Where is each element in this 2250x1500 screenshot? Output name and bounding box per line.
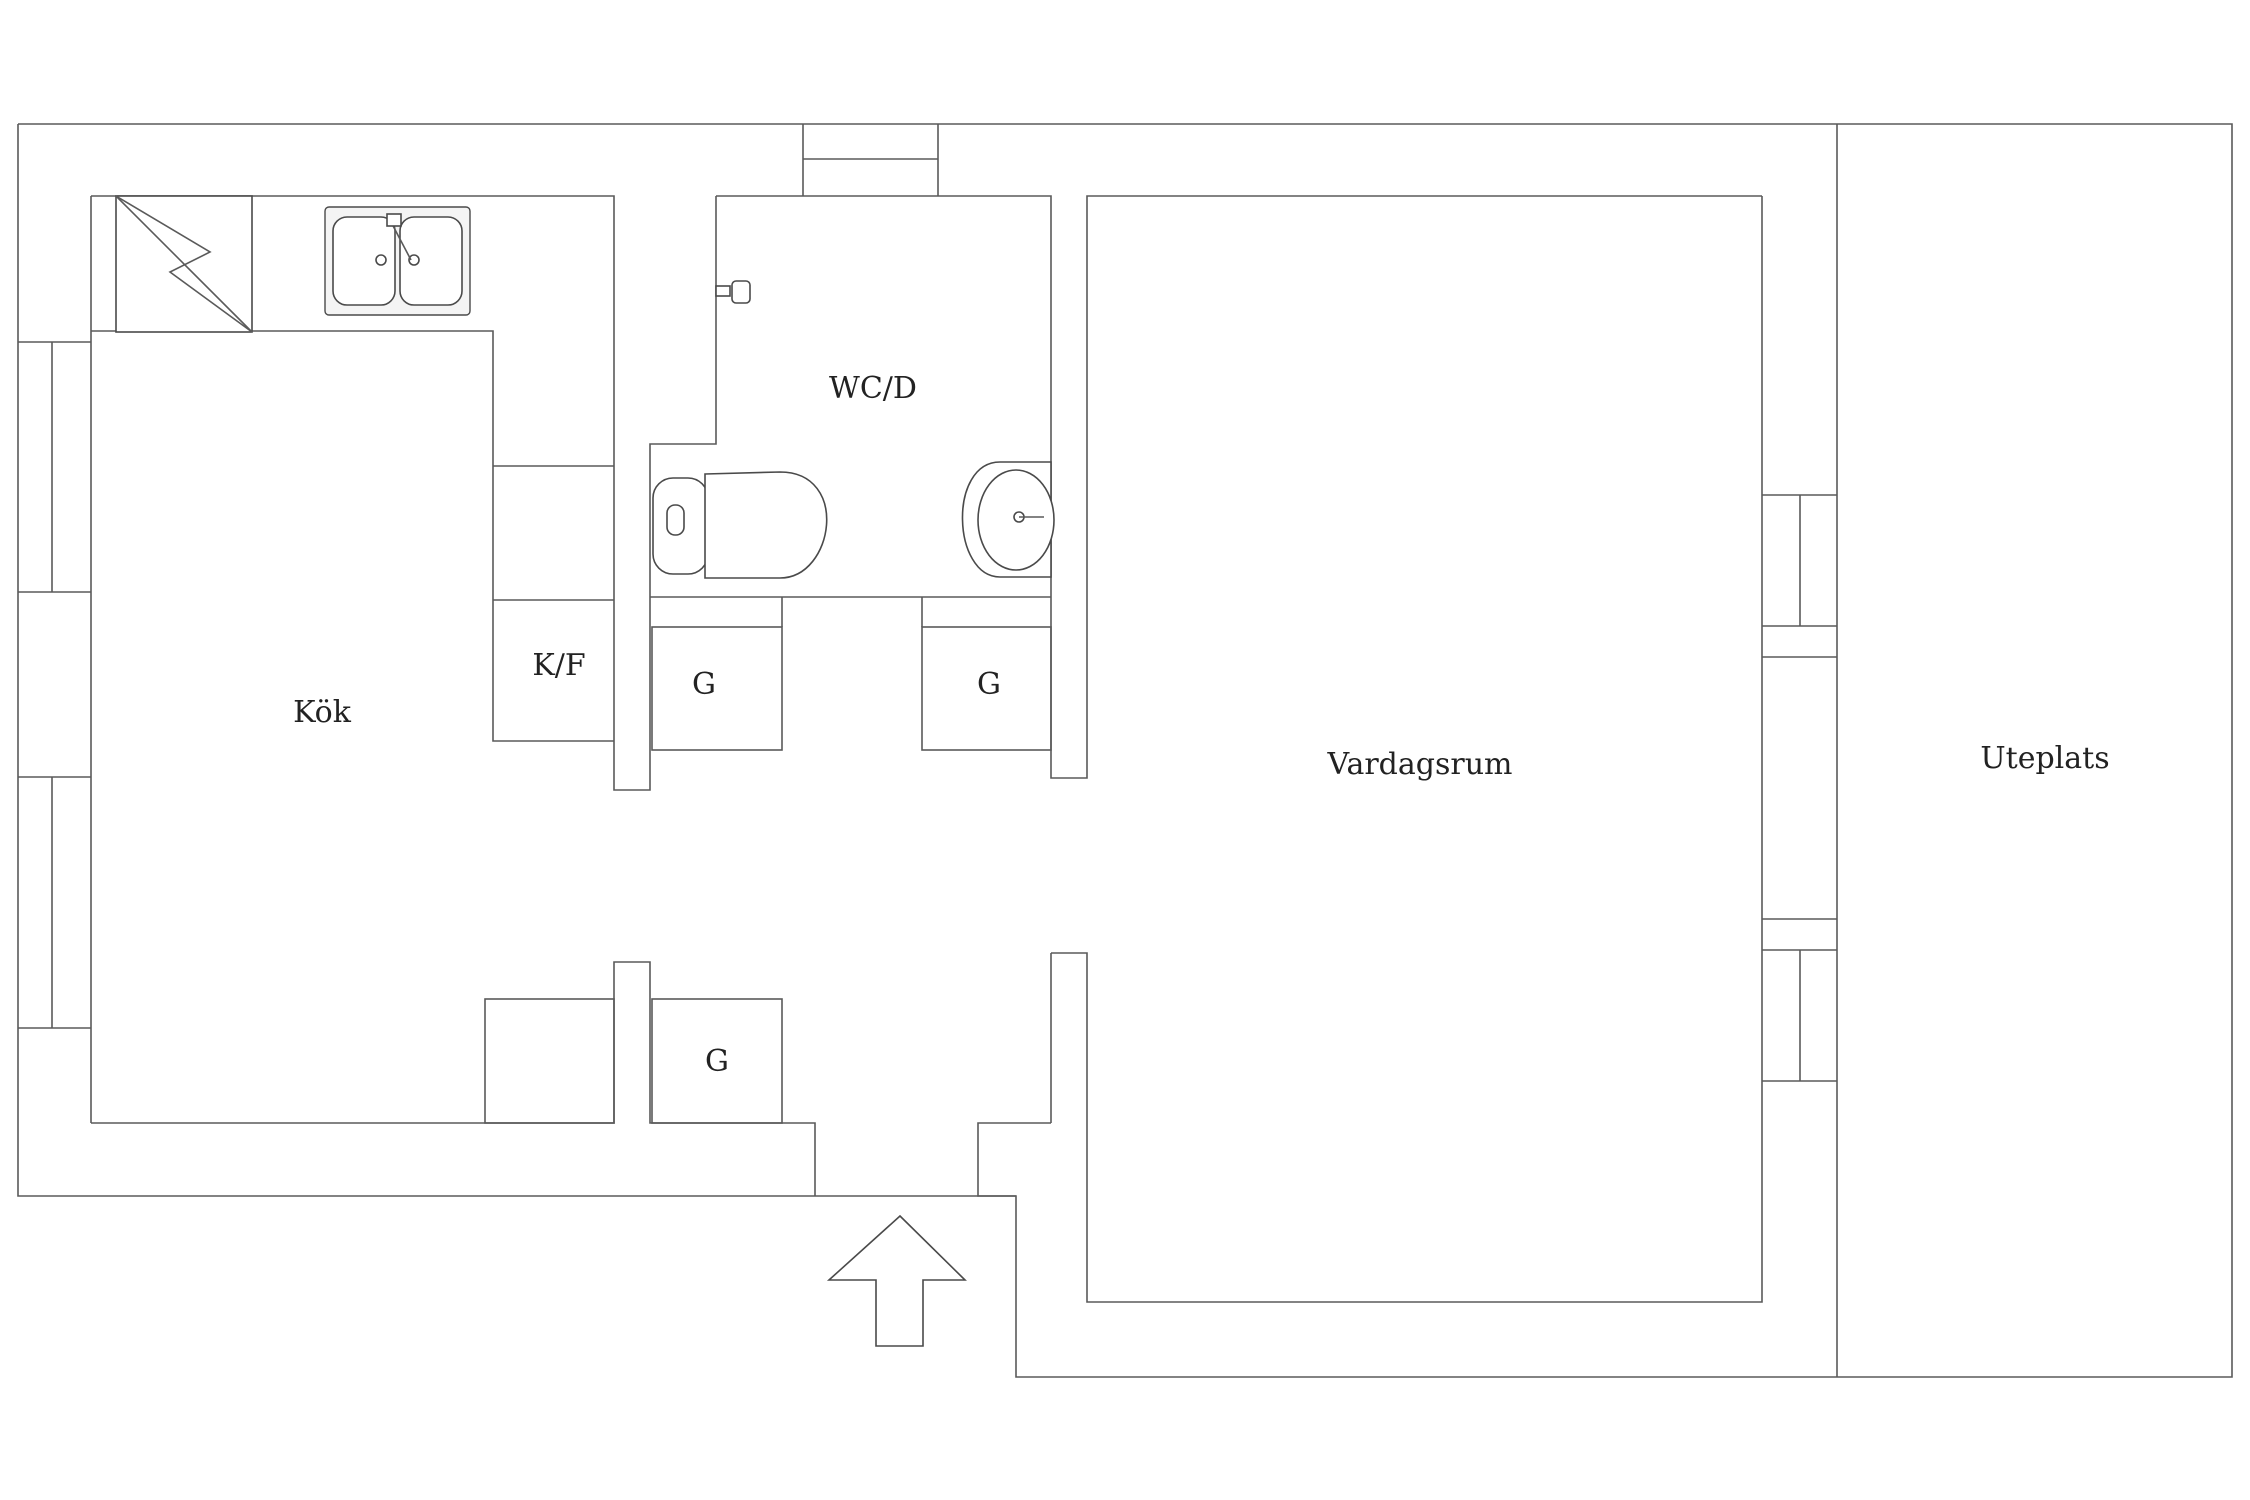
bathroom-walls <box>649 195 1763 1303</box>
wash-basin-icon <box>961 461 1055 578</box>
label-closet-hall: G <box>705 1044 729 1079</box>
label-fridge-freezer: K/F <box>532 648 585 683</box>
label-living-room: Vardagsrum <box>1327 747 1513 782</box>
kitchen-walls <box>90 195 816 1196</box>
kitchen-window-lower <box>18 776 91 1029</box>
bathroom-window <box>802 124 939 196</box>
label-patio: Uteplats <box>1980 741 2109 776</box>
living-window-upper <box>1762 494 1837 658</box>
label-closet-wc-left: G <box>692 667 716 702</box>
stove-icon <box>115 195 253 333</box>
kitchen-window-upper <box>18 341 91 593</box>
closet-wc-right <box>921 626 1052 751</box>
living-window-lower <box>1762 918 1837 1082</box>
shower-head-icon <box>715 280 751 304</box>
outer-walls <box>17 123 2233 1378</box>
label-closet-wc-right: G <box>977 667 1001 702</box>
closet-hall <box>651 998 783 1124</box>
label-kitchen: Kök <box>293 695 352 730</box>
entrance-arrow-icon <box>826 1214 967 1347</box>
toilet-icon <box>652 471 828 579</box>
closet-wc-left <box>651 626 783 751</box>
label-wc-shower: WC/D <box>829 371 917 406</box>
double-sink-icon <box>324 206 471 316</box>
